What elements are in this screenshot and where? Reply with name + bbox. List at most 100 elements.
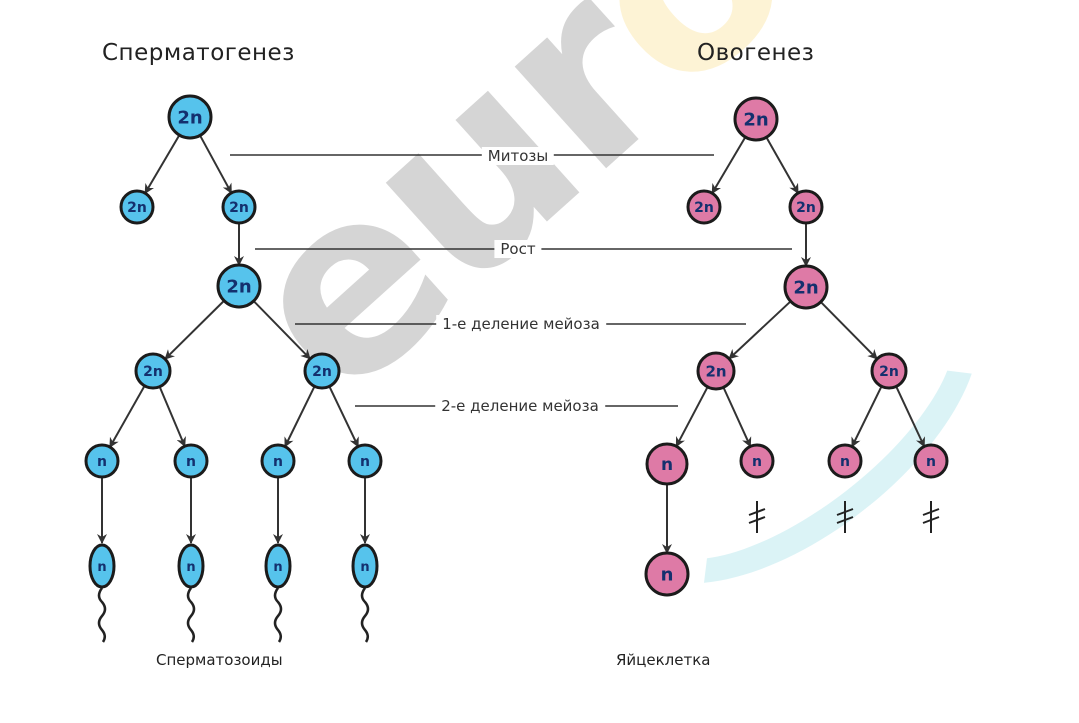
oogonium-left: 2n xyxy=(686,189,722,225)
primary-oocyte: 2n xyxy=(783,264,829,310)
spermatid-3-label: n xyxy=(273,454,283,470)
spermatogonium-left-body xyxy=(119,189,155,225)
primary-spermatocyte-label: 2n xyxy=(226,276,251,297)
spermatogonium-body xyxy=(167,94,213,140)
spermatozoon-1-tail xyxy=(97,587,107,643)
polar-body-1-body xyxy=(739,443,775,479)
sperm-arrow-mitosis-left xyxy=(144,134,181,195)
egg-cell-body xyxy=(644,551,690,597)
spermatozoon-4: n xyxy=(351,543,379,643)
egg-cell: n xyxy=(644,551,690,597)
oogonium-left-body xyxy=(686,189,722,225)
spermatid-1: n xyxy=(84,443,120,479)
spermatozoon-4-label: n xyxy=(360,560,369,575)
spermatid-4-body xyxy=(347,443,383,479)
sperm-arrow-meiosis2-1 xyxy=(109,385,146,448)
egg-arrow-meiosis1-left xyxy=(728,300,792,360)
secondary-oocyte-body xyxy=(696,351,736,391)
polar-body-first-body xyxy=(870,352,908,390)
ootid: n xyxy=(645,442,689,486)
growth-label: Рост xyxy=(494,240,542,258)
polar-body-3: n xyxy=(913,443,949,479)
spermatozoon-2-tail xyxy=(186,587,196,643)
polar-body-2-body xyxy=(827,443,863,479)
oogenesis-title: Овогенез xyxy=(697,40,815,66)
egg-arrow-mitosis-left xyxy=(711,136,747,195)
spermatozoon-3-tail xyxy=(273,587,283,643)
ootid-body xyxy=(645,442,689,486)
spermatozoon-4-head xyxy=(351,543,379,589)
polar-body-degeneration-3 xyxy=(922,501,940,533)
oogonium: 2n xyxy=(733,96,779,142)
spermatogonium: 2n xyxy=(167,94,213,140)
polar-body-2-label: n xyxy=(840,454,850,470)
polar-body-degeneration-2-bar-top xyxy=(836,508,854,516)
spermatozoon-3: n xyxy=(264,543,292,643)
spermatozoon-3-label: n xyxy=(273,560,282,575)
egg-arrow-mitosis-right xyxy=(765,136,799,194)
sperm-arrow-meiosis2-2 xyxy=(158,386,186,448)
spermatid-2-body xyxy=(173,443,209,479)
oogonium-right-label: 2n xyxy=(796,200,816,216)
oogonium-right: 2n xyxy=(788,189,824,225)
spermatozoon-2-label: n xyxy=(186,560,195,575)
sperm-arrow-meiosis2-4 xyxy=(328,385,360,448)
spermatozoon-2-head xyxy=(177,543,205,589)
spermatogonium-left: 2n xyxy=(119,189,155,225)
polar-body-degeneration-2 xyxy=(836,501,854,533)
spermatogenesis-title: Сперматогенез xyxy=(102,40,295,66)
polar-body-3-body xyxy=(913,443,949,479)
secondary-spermatocyte-left: 2n xyxy=(134,352,172,390)
spermatogonium-right-body xyxy=(221,189,257,225)
primary-oocyte-label: 2n xyxy=(793,277,818,298)
spermatid-3-body xyxy=(260,443,296,479)
spermatid-2: n xyxy=(173,443,209,479)
sperm-arrow-meiosis2-3 xyxy=(284,385,316,448)
spermatogonium-right-label: 2n xyxy=(229,200,249,216)
primary-spermatocyte: 2n xyxy=(216,263,262,309)
spermatid-1-body xyxy=(84,443,120,479)
meiosis-1-label: 1-е деление мейоза xyxy=(436,315,606,333)
spermatogonium-label: 2n xyxy=(177,107,202,128)
polar-body-first-label: 2n xyxy=(879,364,899,380)
sperm-caption: Сперматозоиды xyxy=(156,651,283,669)
egg-arrow-meiosis1-right xyxy=(820,301,878,360)
sperm-arrow-meiosis1-right xyxy=(252,300,311,360)
spermatozoon-2: n xyxy=(177,543,205,643)
spermatogonium-left-label: 2n xyxy=(127,200,147,216)
spermatid-4: n xyxy=(347,443,383,479)
sperm-arrow-mitosis-right xyxy=(199,134,233,194)
polar-body-2: n xyxy=(827,443,863,479)
primary-spermatocyte-body xyxy=(216,263,262,309)
egg-arrow-meiosis2-4 xyxy=(895,385,926,448)
polar-body-degeneration-3-bar-top xyxy=(922,508,940,516)
meiosis-2-label: 2-е деление мейоза xyxy=(435,397,605,415)
polar-body-3-label: n xyxy=(926,454,936,470)
spermatozoon-1: n xyxy=(88,543,116,643)
egg-arrow-meiosis2-3 xyxy=(851,385,883,448)
egg-arrow-meiosis2-2 xyxy=(722,386,752,448)
egg-caption: Яйцеклетка xyxy=(616,651,711,669)
polar-body-degeneration-1 xyxy=(748,501,766,533)
secondary-spermatocyte-left-body xyxy=(134,352,172,390)
spermatozoon-1-head xyxy=(88,543,116,589)
polar-body-degeneration-2-bar-bottom xyxy=(836,516,854,524)
secondary-spermatocyte-left-label: 2n xyxy=(143,364,163,380)
ootid-label: n xyxy=(661,455,673,475)
primary-oocyte-body xyxy=(783,264,829,310)
spermatid-4-label: n xyxy=(360,454,370,470)
spermatozoon-3-head xyxy=(264,543,292,589)
spermatozoon-1-label: n xyxy=(97,560,106,575)
sperm-arrow-meiosis1-left xyxy=(164,300,225,360)
egg-cell-label: n xyxy=(661,564,674,585)
oogonium-left-label: 2n xyxy=(694,200,714,216)
polar-body-1-label: n xyxy=(752,454,762,470)
oogonium-right-body xyxy=(788,189,824,225)
polar-body-first: 2n xyxy=(870,352,908,390)
egg-arrow-meiosis2-1 xyxy=(675,386,709,448)
spermatid-3: n xyxy=(260,443,296,479)
secondary-spermatocyte-right-label: 2n xyxy=(312,364,332,380)
secondary-oocyte: 2n xyxy=(696,351,736,391)
mitosis-label: Митозы xyxy=(481,147,555,165)
